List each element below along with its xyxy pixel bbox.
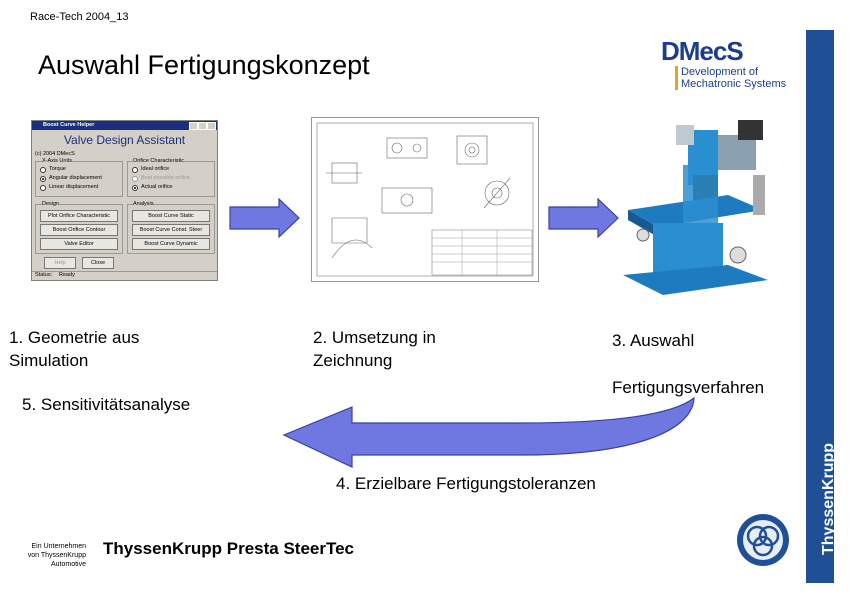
boost-curve-dynamic-button[interactable]: Boost Curve Dynamic bbox=[132, 238, 210, 250]
dialog-heading: Valve Design Assistant bbox=[63, 133, 186, 147]
orifice-radio-ideal[interactable] bbox=[132, 167, 138, 173]
footer-parent-note: Ein Unternehmen von ThyssenKrupp Automot… bbox=[20, 542, 86, 569]
step-2-line-1: 2. Umsetzung in bbox=[313, 328, 436, 347]
step-3-label-line-2: Fertigungsverfahren bbox=[612, 378, 765, 397]
maximize-icon[interactable] bbox=[198, 122, 207, 130]
units-label-angular: Angular displacement bbox=[49, 175, 102, 181]
units-radio-torque[interactable] bbox=[40, 167, 46, 173]
step-2-label: 2. Umsetzung in Zeichnung bbox=[313, 326, 436, 372]
minimize-icon[interactable] bbox=[189, 122, 198, 130]
step-4-label: 4. Erzielbare Fertigungstoleranzen bbox=[336, 474, 596, 493]
step-2-line-2: Zeichnung bbox=[313, 351, 393, 370]
orifice-radio-best[interactable] bbox=[132, 176, 138, 182]
step-3-label: 3. Auswahl bbox=[612, 331, 695, 350]
arrow-right-1-icon bbox=[229, 198, 300, 239]
units-label-linear: Linear displacement bbox=[49, 184, 99, 190]
footer-line-1: Ein Unternehmen bbox=[31, 543, 86, 550]
arrow-right-2-icon bbox=[548, 198, 619, 239]
curved-arrow-icon bbox=[282, 396, 695, 468]
status-label: Status: bbox=[35, 272, 53, 278]
close-icon[interactable] bbox=[207, 122, 216, 130]
logo-line-1: Development of bbox=[681, 66, 759, 78]
logo-accent-bar bbox=[675, 66, 678, 90]
footer-line-3: Automotive bbox=[50, 561, 86, 568]
analysis-group-title: Analysis bbox=[133, 201, 154, 207]
milling-machine-image bbox=[623, 120, 768, 295]
orifice-group-title: Orifice Characteristic bbox=[133, 158, 185, 164]
valve-editor-button[interactable]: Valve Editor bbox=[40, 238, 118, 250]
logo-subtitle: Development of Mechatronic Systems bbox=[681, 66, 786, 90]
valve-design-dialog: Boost Curve Helper Valve Design Assistan… bbox=[31, 120, 218, 281]
boost-curve-const-steer-button[interactable]: Boost Curve Const. Steer bbox=[132, 224, 210, 236]
orifice-label-best: Best possible orifice bbox=[141, 175, 190, 181]
plot-orifice-button[interactable]: Plot Orifice Characteristic bbox=[40, 210, 118, 222]
logo-line-2: Mechatronic Systems bbox=[681, 78, 787, 90]
close-button[interactable]: Close bbox=[82, 257, 114, 269]
footer-line-2: von ThyssenKrupp bbox=[27, 552, 86, 559]
help-button[interactable]: Help bbox=[44, 257, 76, 269]
orifice-label-ideal: Ideal orifice bbox=[141, 166, 170, 172]
side-bar bbox=[806, 30, 834, 583]
units-radio-linear[interactable] bbox=[40, 185, 46, 191]
side-bar-text: ThyssenKrupp bbox=[820, 442, 837, 555]
footer-company: ThyssenKrupp Presta SteerTec bbox=[103, 539, 354, 558]
step-5-label: 5. Sensitivitätsanalyse bbox=[22, 395, 191, 414]
boost-curve-static-button[interactable]: Boost Curve Static bbox=[132, 210, 210, 222]
units-group bbox=[35, 161, 123, 197]
analysis-group bbox=[127, 204, 215, 254]
step-1-line-1: 1. Geometrie aus bbox=[9, 328, 140, 347]
dialog-title: Boost Curve Helper bbox=[43, 122, 95, 128]
page-title: Auswahl Fertigungskonzept bbox=[38, 50, 370, 80]
dmecs-logo: DMecS Development of Mechatronic Systems bbox=[655, 36, 795, 96]
technical-drawing bbox=[311, 117, 539, 282]
thyssenkrupp-emblem-icon bbox=[737, 514, 789, 566]
logo-name: DMecS bbox=[661, 36, 744, 66]
boost-orifice-contour-button[interactable]: Boost Orifice Contour bbox=[40, 224, 118, 236]
design-group-title: Design bbox=[42, 201, 60, 207]
dialog-titlebar: Boost Curve Helper bbox=[32, 121, 217, 130]
dialog-copyright: (c) 2004 DMecS bbox=[35, 151, 75, 157]
orifice-radio-actual[interactable] bbox=[132, 185, 138, 191]
units-radio-angular[interactable] bbox=[40, 176, 46, 182]
slide-code: Race-Tech 2004_13 bbox=[30, 11, 129, 23]
step-1-label: 1. Geometrie aus Simulation bbox=[9, 326, 139, 372]
orifice-label-actual: Actual orifice bbox=[141, 184, 173, 190]
step-1-line-2: Simulation bbox=[9, 351, 89, 370]
design-group bbox=[35, 204, 123, 254]
units-group-title: X-Axis Units bbox=[42, 158, 72, 164]
units-label-torque: Torque bbox=[49, 166, 66, 172]
status-value: Ready bbox=[59, 272, 75, 278]
